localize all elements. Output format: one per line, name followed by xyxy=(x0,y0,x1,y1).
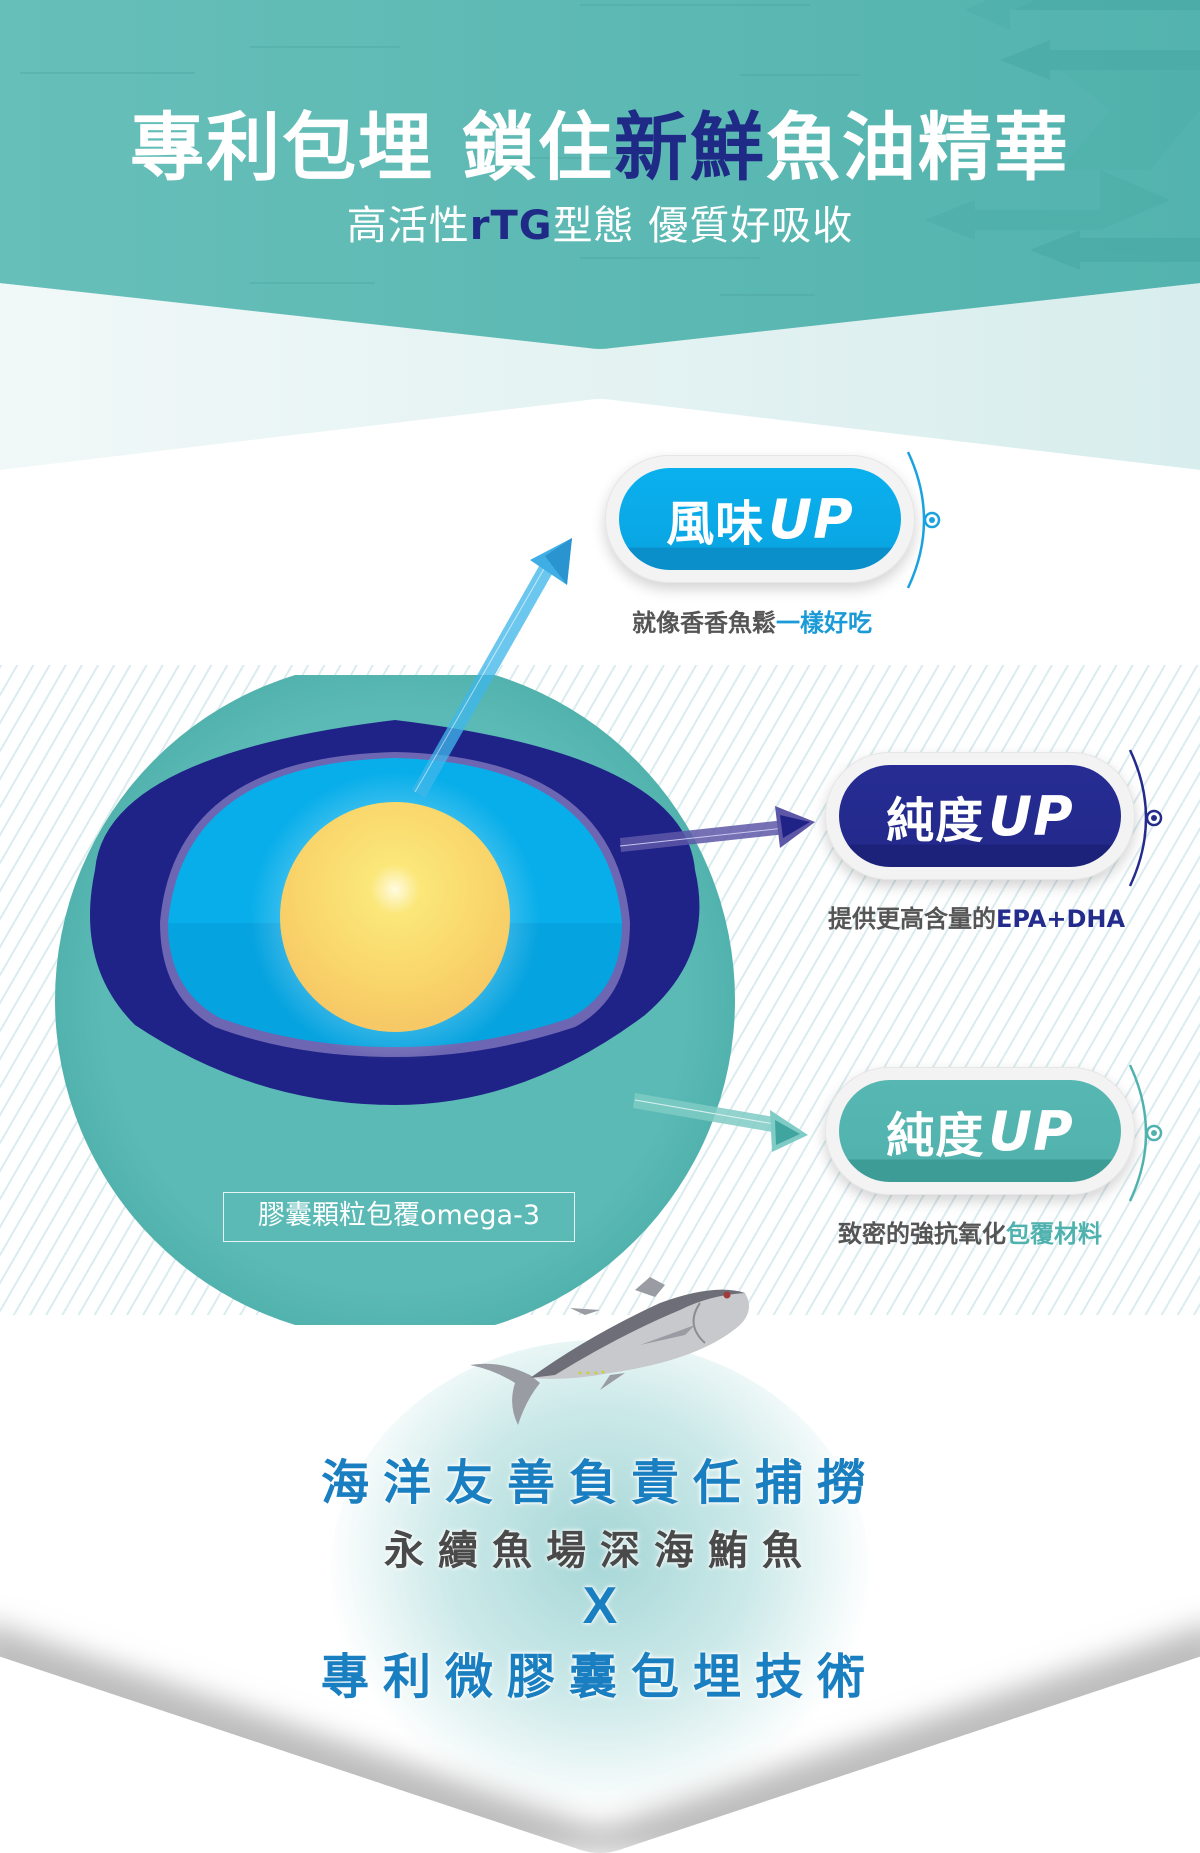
purity-label: 純度 xyxy=(886,793,985,849)
cross-symbol: X xyxy=(582,1577,618,1635)
flavor-label: 風味 xyxy=(666,496,765,552)
purity-desc-text: 提供更高含量的 xyxy=(828,905,996,933)
flavor-desc-highlight: 一樣好吃 xyxy=(776,609,872,637)
purity-up: UP xyxy=(988,784,1074,848)
bottom-chevron xyxy=(0,1626,1200,1853)
flavor-bracket-icon xyxy=(906,451,941,589)
antioxidant-description: 致密的強抗氧化包覆材料 xyxy=(838,1214,1102,1249)
purity-description: 提供更高含量的EPA+DHA xyxy=(828,899,1125,934)
antioxidant-bracket-icon xyxy=(1128,1064,1163,1202)
arrow-right-teal-icon xyxy=(633,1093,808,1152)
subtitle-text: 高活性 xyxy=(346,203,470,249)
antioxidant-label: 純度 xyxy=(886,1108,985,1164)
capsule-label: 膠囊顆粒包覆omega-3 xyxy=(223,1192,575,1242)
page-subtitle: 高活性rTG型態 優質好吸收 xyxy=(0,193,1200,251)
title-accent: 新鮮 xyxy=(613,105,766,191)
technology-headline: 專利微膠囊包埋技術 xyxy=(320,1649,879,1705)
title-text-end: 魚油精華 xyxy=(765,105,1070,191)
capsule-illustration xyxy=(55,675,735,1325)
bottom-glow xyxy=(330,1340,870,1810)
flavor-up: UP xyxy=(768,487,854,551)
subtitle-text-end: 型態 優質好吸收 xyxy=(552,203,854,249)
purity-bracket-icon xyxy=(1128,749,1163,887)
title-text: 專利包埋 鎖住 xyxy=(130,105,614,191)
flavor-desc-text: 就像香香魚鬆 xyxy=(632,609,776,637)
purity-desc-highlight: EPA+DHA xyxy=(996,905,1126,933)
page-title: 專利包埋 鎖住新鮮魚油精華 xyxy=(0,88,1200,195)
arrows-layer xyxy=(412,538,815,1152)
arrow-right-icon xyxy=(619,806,815,852)
sustainability-subline: 永續魚場深海鮪魚 xyxy=(384,1528,816,1574)
subtitle-accent: rTG xyxy=(469,203,553,249)
sustainability-headline: 海洋友善負責任捕撈 xyxy=(320,1455,879,1511)
flavor-description: 就像香香魚鬆一樣好吃 xyxy=(632,603,872,638)
antioxidant-desc-text: 致密的強抗氧化 xyxy=(838,1220,1006,1248)
tuna-fish-icon xyxy=(470,1277,749,1425)
antioxidant-up: UP xyxy=(988,1099,1074,1163)
antioxidant-desc-highlight: 包覆材料 xyxy=(1006,1220,1102,1248)
arrow-up-icon xyxy=(412,538,572,798)
